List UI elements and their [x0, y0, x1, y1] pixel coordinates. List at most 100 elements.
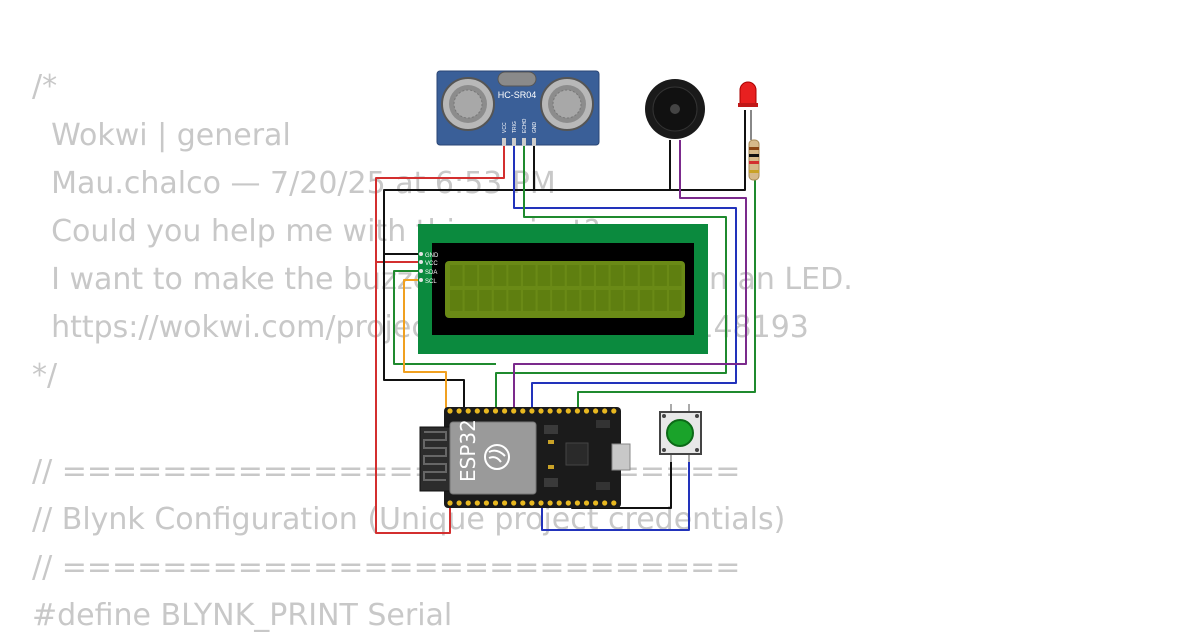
header-pin	[456, 408, 462, 414]
code-line-12: #define BLYNK_PRINT Serial	[32, 598, 453, 633]
header-pin	[483, 408, 489, 414]
header-pin	[520, 408, 526, 414]
wire-blue-trig[interactable]	[513, 145, 737, 410]
header-pin	[611, 500, 617, 506]
header-pin	[556, 408, 562, 414]
lcd-cell	[654, 290, 667, 311]
lcd-cell	[610, 290, 624, 311]
sensor-pin-gnd: GND	[532, 122, 538, 134]
lcd-cell	[464, 265, 478, 286]
wire-green-resistor[interactable]	[577, 178, 756, 410]
lcd-cell	[552, 265, 565, 286]
lcd-cell	[508, 265, 521, 286]
header-pin	[602, 500, 608, 506]
header-pin	[565, 500, 571, 506]
lcd-cell	[479, 290, 492, 311]
wires	[375, 110, 756, 534]
sensor-pin-vcc: VCC	[502, 122, 508, 133]
header-pin	[556, 500, 562, 506]
code-line-3: Mau.chalco — 7/20/25 at 6:53 PM	[32, 166, 556, 201]
header-pin	[474, 408, 480, 414]
ultrasonic-sensor[interactable]: HC-SR04 VCC TRIG ECHO GND	[436, 70, 600, 146]
lcd-cell	[523, 265, 536, 286]
lcd-cell	[669, 290, 682, 311]
header-pin	[483, 500, 489, 506]
lcd-cell	[581, 265, 594, 286]
wire-orange-lcd-scl[interactable]	[403, 279, 447, 410]
header-pin	[593, 500, 599, 506]
code-line-10: // Blynk Configuration (Unique project c…	[32, 502, 786, 537]
lcd-cell	[625, 290, 638, 311]
lcd-cell	[566, 290, 580, 311]
buzzer[interactable]	[645, 79, 705, 139]
header-pin	[529, 500, 535, 506]
code-line-11: // ===========================	[32, 550, 741, 585]
wire-black-gnd-bus[interactable]	[383, 145, 535, 410]
code-line-1: /*	[32, 69, 58, 104]
lcd-cell	[596, 290, 609, 311]
header-pin	[565, 408, 571, 414]
header-pin	[574, 408, 581, 414]
espressif-logo-icon	[484, 444, 510, 470]
header-pin	[492, 500, 499, 506]
lcd-cell	[654, 265, 667, 286]
header-pin	[447, 408, 453, 414]
esp32-header-top	[447, 408, 617, 414]
code-line-2: Wokwi | general	[32, 118, 291, 153]
lcd-cell	[523, 290, 536, 311]
wire-black-led-gnd[interactable]	[670, 110, 746, 191]
header-pin	[547, 408, 553, 414]
header-pin	[574, 500, 581, 506]
sensor-pin-echo: ECHO	[522, 118, 528, 133]
lcd-cell	[581, 290, 594, 311]
lcd-cell	[566, 265, 580, 286]
lcd-cell	[493, 290, 507, 311]
wire-red-sensor-vcc[interactable]	[375, 145, 505, 534]
sensor-pin-trig: TRIG	[512, 121, 518, 133]
code-line-7: */	[32, 358, 58, 393]
esp32-header-bottom	[447, 500, 617, 506]
header-pin	[474, 500, 480, 506]
lcd-cell	[537, 290, 551, 311]
header-pin	[529, 408, 535, 414]
red-led[interactable]	[738, 81, 758, 107]
header-pin	[511, 408, 517, 414]
resistor[interactable]	[748, 139, 760, 181]
header-pin	[465, 500, 471, 506]
header-pin	[520, 500, 526, 506]
header-pin	[511, 500, 517, 506]
lcd-pin-sda: SDA	[425, 270, 437, 276]
lcd-display[interactable]: GND VCC SDA SCL	[418, 224, 708, 354]
lcd-cell	[625, 265, 638, 286]
header-pin	[538, 408, 544, 414]
header-pin	[593, 408, 599, 414]
header-pin	[583, 500, 590, 506]
lcd-cell	[450, 265, 463, 286]
lcd-cell	[537, 265, 551, 286]
push-button[interactable]	[659, 404, 702, 462]
wire-black-buzzer-gnd[interactable]	[534, 140, 671, 191]
lcd-cell	[450, 290, 463, 311]
lcd-pin-vcc: VCC	[425, 261, 438, 267]
lcd-pin-scl: SCL	[425, 279, 437, 285]
lcd-cell	[669, 265, 682, 286]
esp32-chip-label: ESP32	[456, 419, 480, 482]
lcd-pin-gnd: GND	[425, 253, 439, 259]
wire-green-lcd-sda[interactable]	[393, 270, 496, 365]
sensor-model-label: HC-SR04	[498, 90, 537, 100]
wire-purple-buzzer[interactable]	[513, 140, 747, 410]
header-pin	[538, 500, 544, 506]
header-pin	[456, 500, 462, 506]
header-pin	[547, 500, 553, 506]
lcd-cell	[552, 290, 565, 311]
lcd-cell	[508, 290, 521, 311]
header-pin	[611, 408, 617, 414]
lcd-cell	[610, 265, 624, 286]
wire-green-echo[interactable]	[495, 145, 727, 410]
lcd-cell	[479, 265, 492, 286]
lcd-cell	[493, 265, 507, 286]
esp32-board[interactable]: ESP32	[419, 407, 631, 508]
header-pin	[447, 500, 453, 506]
wire-blue-button[interactable]	[541, 455, 690, 531]
